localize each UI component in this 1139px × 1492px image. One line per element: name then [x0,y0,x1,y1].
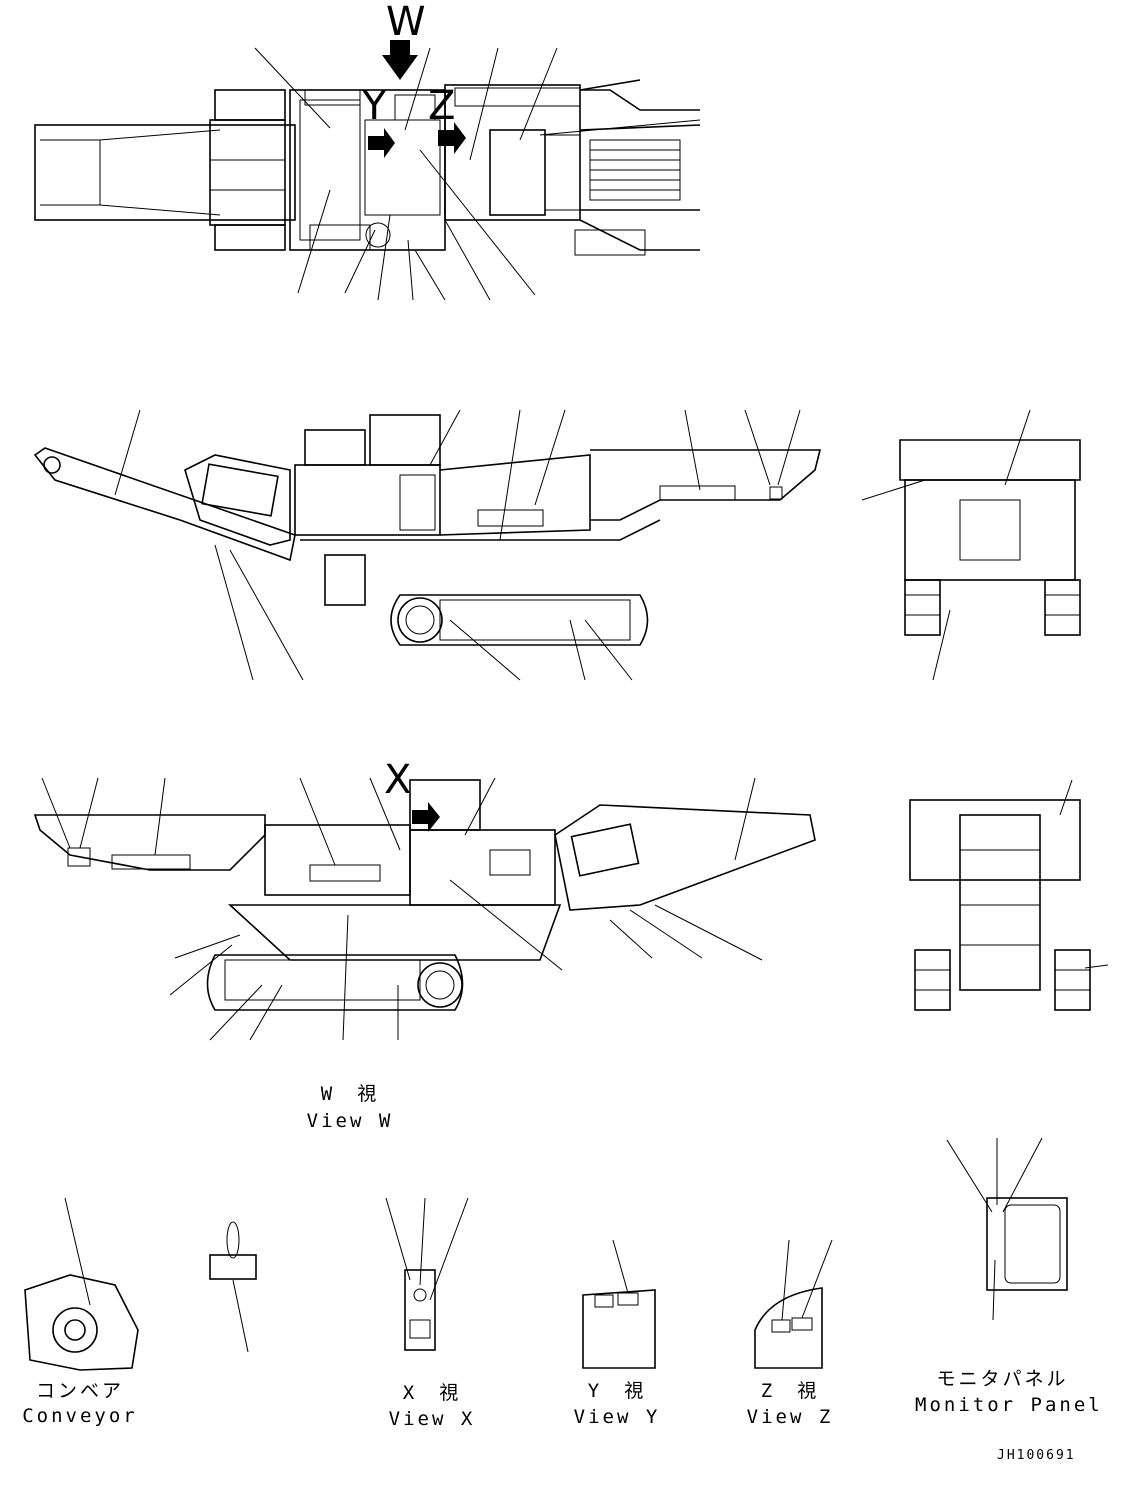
view-y-label-jp: Y 視 [587,1380,647,1402]
view-z-label-en: View Z [746,1406,834,1428]
detail-view-x [385,1197,469,1351]
view-z-label-jp: Z 視 [760,1380,820,1402]
view-w-label-en: View W [306,1110,394,1132]
conveyor-label-en: Conveyor [22,1405,138,1427]
view-marker-x: X [384,757,412,803]
detail-monitor-panel [946,1137,1068,1321]
view-x-label-en: View X [388,1408,476,1430]
view-x-label-jp: X 視 [402,1382,462,1404]
view-y-label-en: View Y [573,1406,661,1428]
left-side-view [33,409,822,681]
front-view [861,409,1081,681]
top-view [34,40,701,301]
detail-conveyor [24,1197,139,1371]
view-w-label-jp: W 視 [320,1083,380,1105]
conveyor-label-jp: コンベア [35,1380,124,1402]
view-marker-w: W [386,0,426,45]
drawing-id: JH100691 [997,1448,1076,1463]
view-marker-z: Z [428,83,456,129]
detail-tag [209,1221,257,1353]
rear-view [909,779,1109,1011]
right-side-view [33,777,816,1041]
monitor-panel-label-en: Monitor Panel [915,1394,1103,1416]
view-marker-y: Y [362,83,387,129]
detail-view-y [582,1239,656,1369]
monitor-panel-label-jp: モニタパネル [936,1368,1069,1390]
detail-view-z [754,1239,833,1369]
